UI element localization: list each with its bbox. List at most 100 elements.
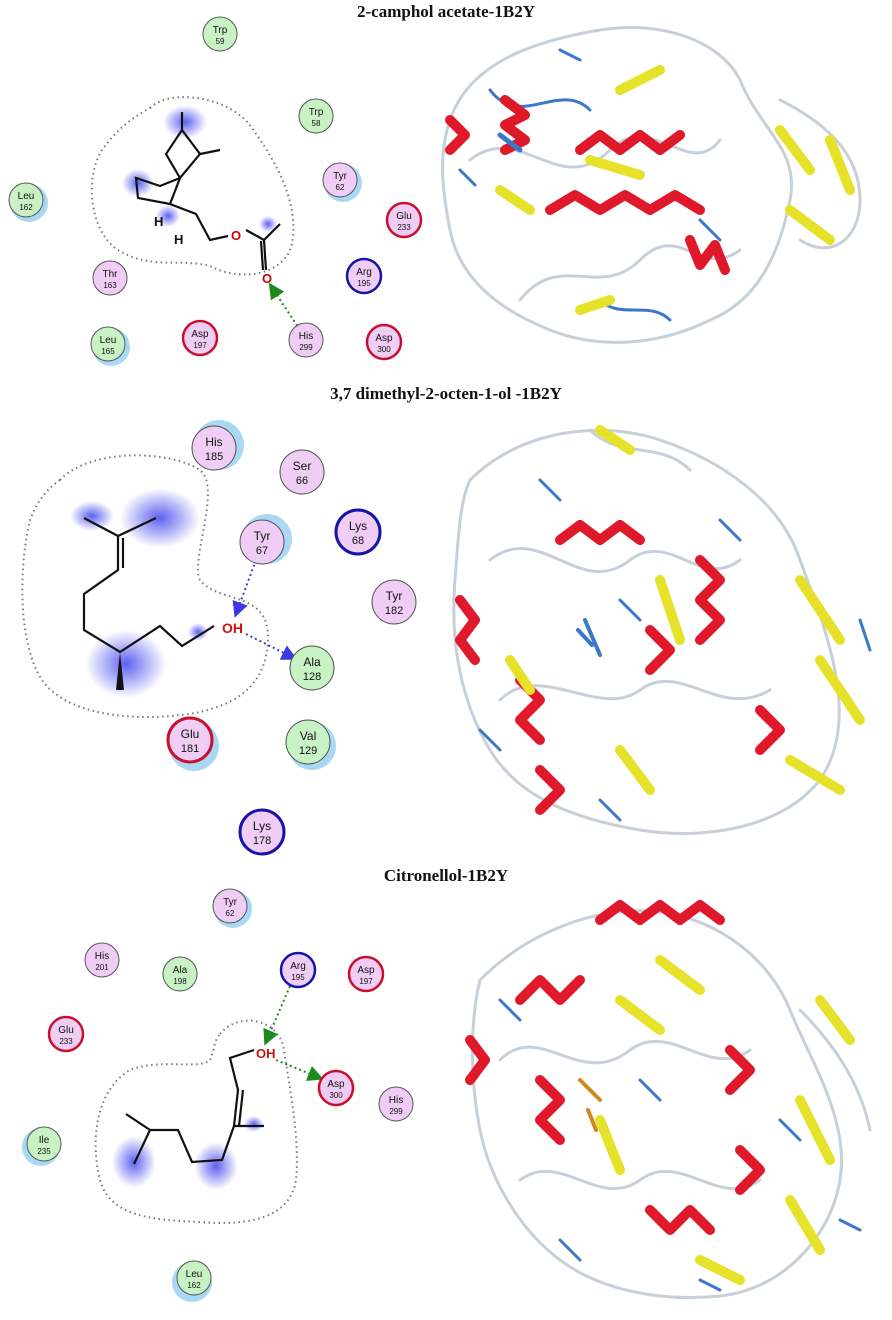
hydrogen-bond bbox=[263, 985, 291, 1046]
hydrophobic-patch bbox=[120, 488, 200, 548]
svg-text:His: His bbox=[95, 951, 109, 962]
protein-ribbon-3 bbox=[465, 900, 872, 1299]
binding-pocket-outline bbox=[21, 454, 270, 719]
svg-text:Ala: Ala bbox=[173, 965, 188, 976]
svg-text:Tyr: Tyr bbox=[223, 897, 238, 908]
svg-text:His: His bbox=[389, 1095, 403, 1106]
residue-disc: Tyr 67 bbox=[239, 514, 292, 565]
hydrogen-bond bbox=[275, 1059, 324, 1081]
hydrogen-atom-label: H bbox=[154, 214, 163, 229]
protein-ribbon-1 bbox=[441, 25, 862, 344]
svg-text:58: 58 bbox=[312, 119, 321, 128]
svg-text:300: 300 bbox=[329, 1091, 343, 1100]
svg-text:Tyr: Tyr bbox=[333, 171, 348, 182]
svg-text:201: 201 bbox=[95, 963, 109, 972]
svg-text:Trp: Trp bbox=[309, 107, 324, 118]
svg-text:Tyr: Tyr bbox=[386, 589, 403, 603]
svg-text:66: 66 bbox=[296, 475, 308, 487]
protein-ribbon-2 bbox=[452, 425, 872, 835]
hydrophobic-patch bbox=[156, 205, 180, 227]
hydrogen-bond bbox=[268, 282, 301, 331]
residue-disc: Tyr 182 bbox=[371, 579, 417, 625]
svg-text:Glu: Glu bbox=[58, 1025, 74, 1036]
svg-text:Ile: Ile bbox=[39, 1135, 50, 1146]
panel-1-title: 2-camphol acetate-1B2Y bbox=[357, 2, 535, 21]
panel-3-title: Citronellol-1B2Y bbox=[383, 866, 509, 885]
oxygen-atom-label: O bbox=[231, 228, 241, 243]
svg-text:198: 198 bbox=[173, 977, 187, 986]
interaction-map-2: OH bbox=[21, 454, 298, 719]
svg-text:Asp: Asp bbox=[375, 333, 393, 344]
svg-text:197: 197 bbox=[193, 341, 207, 350]
svg-text:195: 195 bbox=[291, 973, 305, 982]
svg-text:197: 197 bbox=[359, 977, 373, 986]
ligand-citronellol bbox=[125, 1048, 264, 1165]
panel-2-title: 3,7 dimethyl-2-octen-1-ol -1B2Y bbox=[330, 384, 562, 403]
hydroxyl-label: OH bbox=[256, 1046, 276, 1061]
svg-text:Ser: Ser bbox=[293, 459, 312, 473]
interaction-map-3: OH bbox=[94, 985, 324, 1224]
svg-text:His: His bbox=[205, 435, 222, 449]
interaction-map-1: O O H H bbox=[90, 96, 301, 331]
residue-disc: Ser 66 bbox=[279, 449, 325, 495]
svg-text:Lys: Lys bbox=[349, 519, 367, 533]
svg-text:Tyr: Tyr bbox=[254, 529, 271, 543]
svg-text:233: 233 bbox=[397, 223, 411, 232]
svg-text:181: 181 bbox=[181, 743, 199, 755]
svg-text:185: 185 bbox=[205, 451, 223, 463]
svg-text:299: 299 bbox=[389, 1107, 403, 1116]
ligand-3-7-dimethyl-2-octen-1-ol bbox=[82, 517, 215, 654]
svg-text:Asp: Asp bbox=[327, 1079, 345, 1090]
svg-text:299: 299 bbox=[299, 343, 313, 352]
hydrophobic-patch bbox=[188, 623, 208, 641]
hydrophobic-patch bbox=[194, 1142, 238, 1190]
svg-text:182: 182 bbox=[385, 605, 403, 617]
ligand-2-camphol-acetate bbox=[134, 112, 281, 271]
svg-text:162: 162 bbox=[19, 203, 33, 212]
svg-text:62: 62 bbox=[226, 909, 235, 918]
svg-text:162: 162 bbox=[187, 1281, 201, 1290]
svg-text:67: 67 bbox=[256, 545, 268, 557]
binding-pocket-outline bbox=[94, 1019, 298, 1224]
svg-text:Leu: Leu bbox=[18, 191, 35, 202]
svg-text:Val: Val bbox=[300, 729, 316, 743]
svg-text:Asp: Asp bbox=[357, 965, 375, 976]
svg-text:300: 300 bbox=[377, 345, 391, 354]
svg-text:Trp: Trp bbox=[213, 25, 228, 36]
svg-text:195: 195 bbox=[357, 279, 371, 288]
hydrogen-bond bbox=[245, 633, 298, 660]
svg-text:62: 62 bbox=[336, 183, 345, 192]
svg-text:Glu: Glu bbox=[396, 211, 412, 222]
svg-text:178: 178 bbox=[253, 835, 271, 847]
svg-text:163: 163 bbox=[103, 281, 117, 290]
stereo-wedge bbox=[116, 652, 124, 690]
svg-text:235: 235 bbox=[37, 1147, 51, 1156]
svg-text:His: His bbox=[299, 331, 313, 342]
binding-pocket-outline bbox=[90, 96, 295, 276]
hydrophobic-patch bbox=[86, 630, 166, 698]
svg-text:Arg: Arg bbox=[356, 267, 372, 278]
svg-text:Ala: Ala bbox=[303, 655, 321, 669]
